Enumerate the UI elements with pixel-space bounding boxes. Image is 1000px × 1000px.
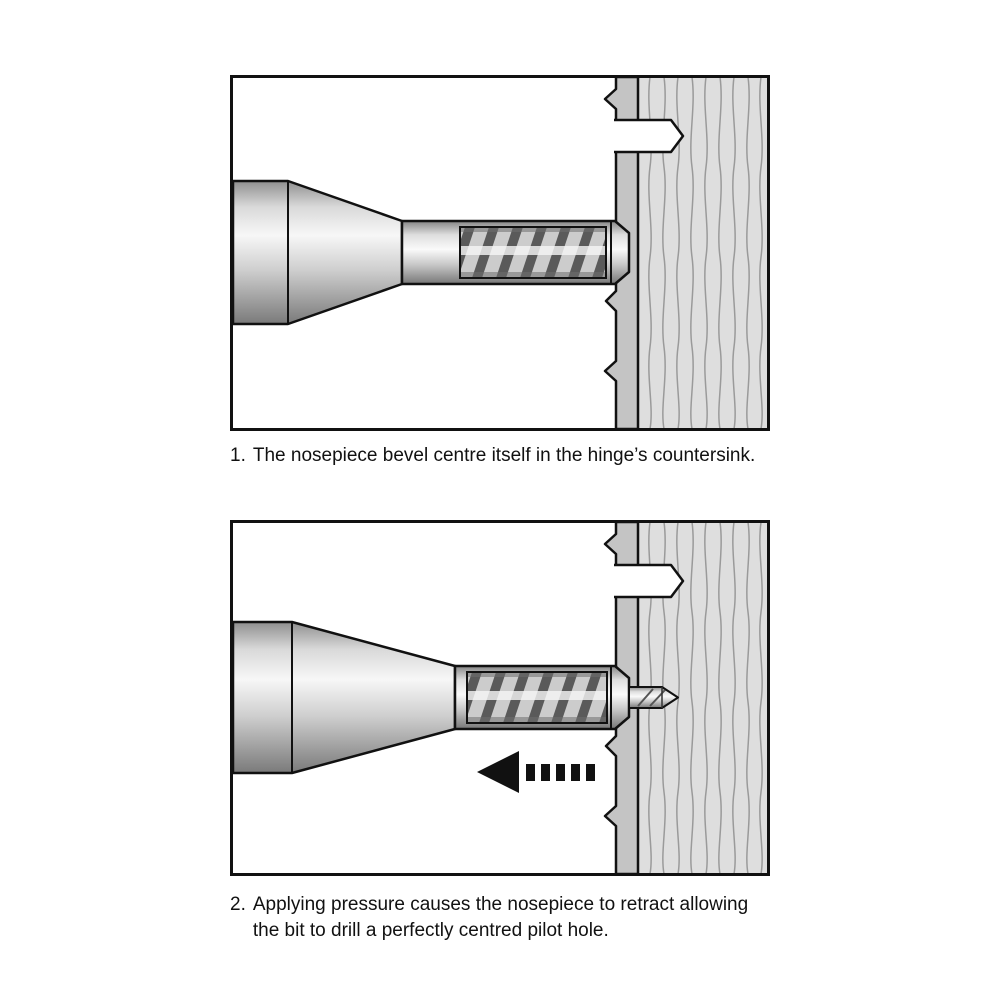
hinge-slot — [614, 118, 685, 154]
drill-assembly — [231, 620, 679, 775]
drill-bit-tip — [628, 686, 679, 709]
panel-frame — [230, 75, 770, 431]
caption-line: the bit to drill a perfectly centred pil… — [252, 920, 609, 941]
drill-bit — [459, 226, 607, 279]
hinge-slot — [614, 563, 685, 599]
step-1-drawing — [230, 75, 770, 431]
step-1-illustration — [230, 75, 770, 431]
step-2-caption: 2. Applying pressure causes the nosepiec… — [230, 892, 830, 944]
panel-frame — [230, 520, 770, 876]
drill-bit — [466, 671, 608, 724]
drill-assembly — [231, 179, 631, 326]
step-1-caption: 1. The nosepiece bevel centre itself in … — [230, 443, 830, 469]
caption-line: Applying pressure causes the nosepiece t… — [252, 894, 749, 915]
step-1-number: 1. — [230, 445, 246, 466]
step-2-illustration — [230, 520, 770, 876]
caption-line: The nosepiece bevel centre itself in the… — [252, 445, 756, 466]
pressure-arrow-icon — [477, 751, 595, 793]
step-2-number: 2. — [230, 894, 246, 915]
step-2-drawing — [230, 520, 770, 876]
